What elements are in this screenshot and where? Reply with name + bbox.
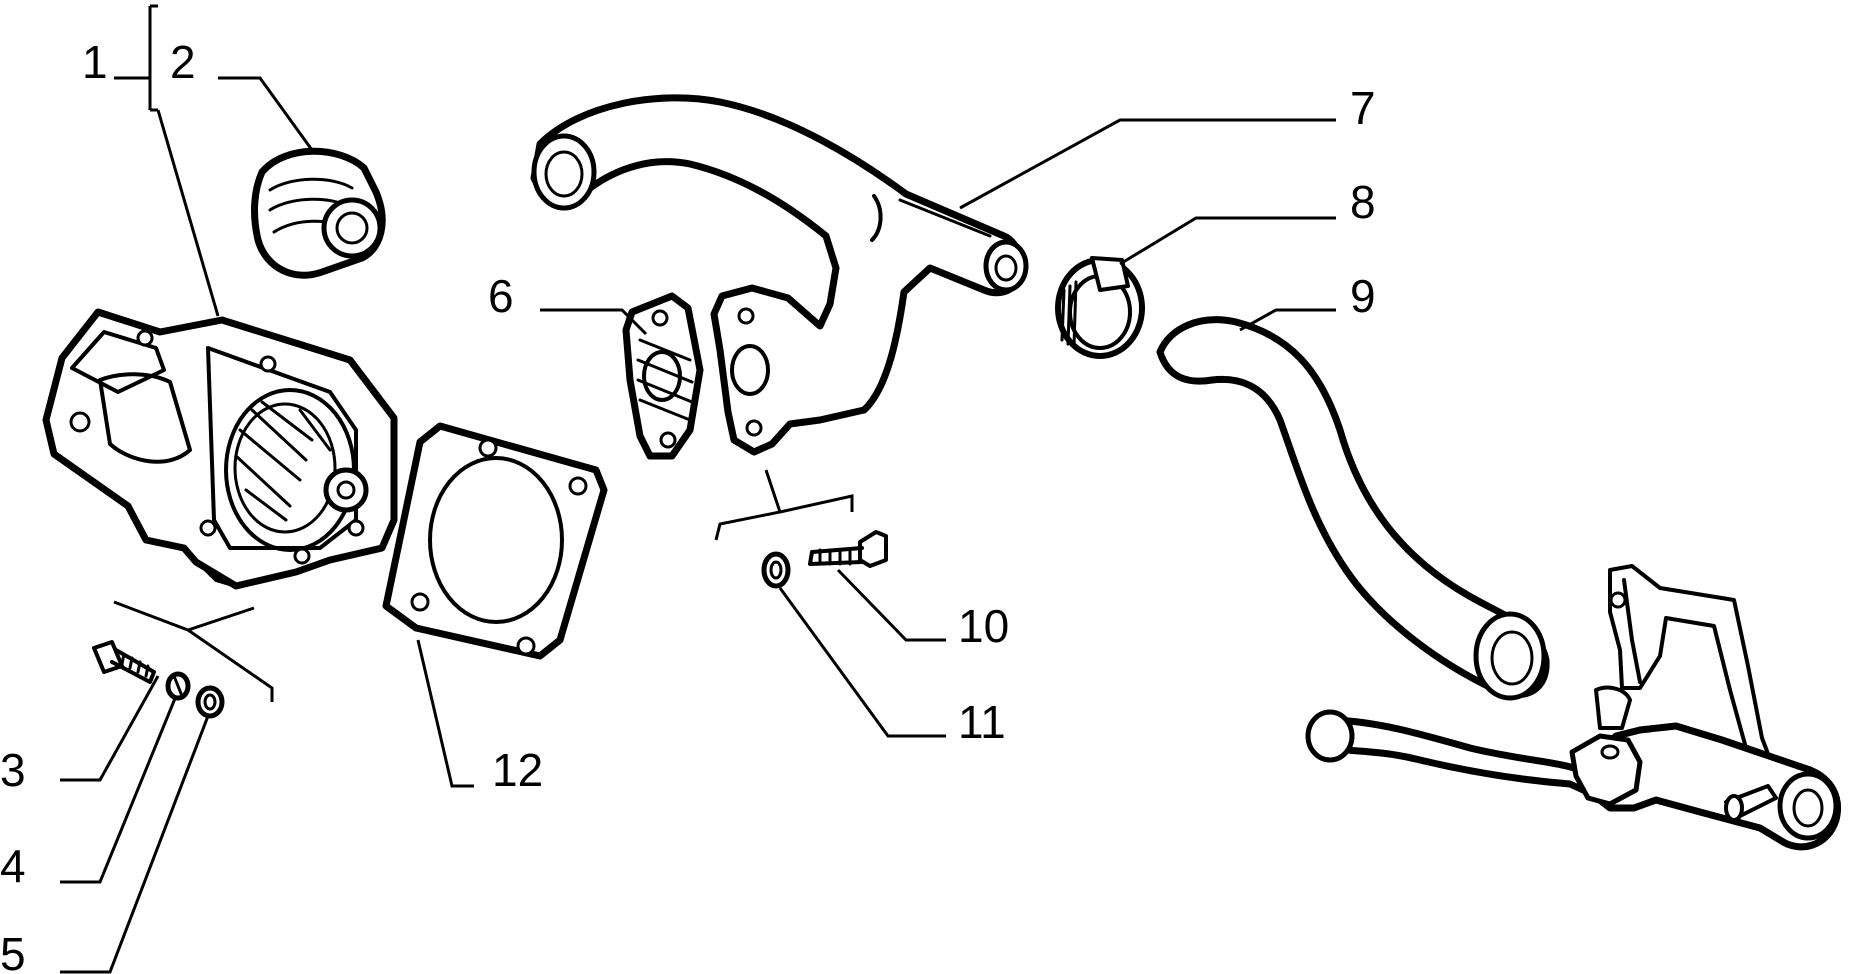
callout-4: 4: [0, 840, 26, 892]
leader-8: [1119, 216, 1336, 266]
callout-11: 11: [958, 696, 1006, 748]
bolt-3: [92, 640, 156, 684]
leader-9: [1239, 308, 1336, 332]
leader-2: [218, 76, 314, 151]
thermostat-plug: [251, 147, 386, 279]
leader-10: [836, 568, 946, 642]
callout-7: 7: [1350, 82, 1376, 134]
outlet-gasket: [622, 292, 704, 460]
leader-11: [778, 587, 946, 738]
coolant-pipe: [530, 94, 1029, 456]
hose-clamp: [1055, 256, 1145, 359]
housing-gasket: [382, 422, 608, 660]
callout-12: 12: [492, 744, 543, 796]
callout-6: 6: [488, 270, 514, 322]
thermostat-housing: [42, 308, 398, 590]
rubber-hose: [1156, 316, 1550, 701]
leader-3: [60, 675, 160, 782]
leader-5: [60, 715, 210, 974]
washer-11: [761, 551, 791, 589]
bracket-pipe-assembly: [1305, 564, 1841, 851]
bolt-10: [808, 530, 888, 568]
fastener-group-bracket-b: [714, 469, 854, 541]
leader-1-bracket: [114, 4, 158, 112]
callout-8: 8: [1350, 176, 1376, 228]
callout-3: 3: [0, 744, 26, 796]
lock-washer-4: [165, 671, 191, 701]
leader-4: [60, 695, 178, 884]
callout-5: 5: [0, 928, 26, 974]
leader-6: [540, 308, 648, 336]
leader-7: [959, 118, 1336, 210]
callout-1: 1: [82, 36, 108, 88]
fastener-group-bracket-a: [113, 600, 274, 702]
callout-2: 2: [170, 36, 196, 88]
callout-10: 10: [958, 600, 1009, 652]
callout-9: 9: [1350, 270, 1376, 322]
leader-12: [416, 639, 474, 788]
leader-1: [156, 109, 220, 317]
washer-5: [195, 685, 225, 719]
